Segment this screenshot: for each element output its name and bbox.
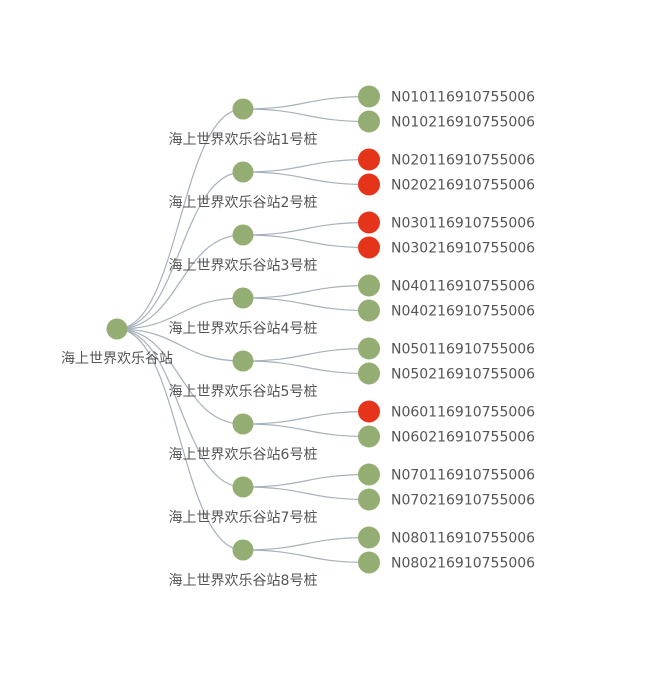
- edge-station-leaf: [242, 158, 370, 173]
- edge-root-station: [116, 328, 244, 425]
- edge-root-station: [116, 108, 244, 330]
- leaf-node[interactable]: [358, 551, 380, 574]
- root-node-label: 海上世界欢乐谷站: [61, 351, 173, 367]
- station-node[interactable]: [232, 287, 254, 309]
- edge-root-station: [116, 171, 244, 330]
- edge-root-station: [116, 328, 244, 551]
- leaf-node[interactable]: [358, 337, 380, 360]
- station-node[interactable]: [232, 161, 254, 183]
- station-node-label: 海上世界欢乐谷站8号桩: [169, 572, 318, 589]
- leaf-node-label: N050116910755006: [391, 342, 535, 358]
- edge-station-leaf: [242, 360, 370, 375]
- leaf-node[interactable]: [358, 425, 380, 448]
- leaf-node-label: N010116910755006: [391, 90, 535, 106]
- edge-station-leaf: [242, 171, 370, 186]
- tree-edges: [116, 95, 370, 564]
- edge-station-leaf: [242, 486, 370, 501]
- station-node-label: 海上世界欢乐谷站5号桩: [169, 383, 318, 400]
- leaf-node-alert[interactable]: [358, 148, 380, 171]
- station-node[interactable]: [232, 476, 254, 498]
- edge-station-leaf: [242, 297, 370, 312]
- leaf-node-alert[interactable]: [358, 236, 380, 259]
- tree-labels: 海上世界欢乐谷站 海上世界欢乐谷站1号桩 N010116910755006N0102…: [61, 90, 535, 590]
- leaf-node-label: N030116910755006: [391, 216, 535, 232]
- leaf-node-label: N080116910755006: [391, 531, 535, 547]
- leaf-node[interactable]: [358, 488, 380, 511]
- edge-station-leaf: [242, 410, 370, 425]
- edge-station-leaf: [242, 95, 370, 110]
- leaf-node-label: N060216910755006: [391, 430, 535, 446]
- station-node-label: 海上世界欢乐谷站3号桩: [169, 257, 318, 274]
- station-node[interactable]: [232, 350, 254, 372]
- leaf-node-alert[interactable]: [358, 400, 380, 423]
- leaf-node-label: N020116910755006: [391, 153, 535, 169]
- leaf-node-label: N010216910755006: [391, 115, 535, 131]
- leaf-node[interactable]: [358, 362, 380, 385]
- edge-station-leaf: [242, 473, 370, 488]
- leaf-node-alert[interactable]: [358, 173, 380, 196]
- station-node[interactable]: [232, 224, 254, 246]
- root-node[interactable]: [106, 318, 128, 340]
- leaf-node-label: N080216910755006: [391, 556, 535, 572]
- station-node-label: 海上世界欢乐谷站6号桩: [169, 446, 318, 463]
- edge-station-leaf: [242, 234, 370, 249]
- edge-station-leaf: [242, 536, 370, 551]
- leaf-node[interactable]: [358, 463, 380, 486]
- edge-root-station: [116, 328, 244, 362]
- station-node-label: 海上世界欢乐谷站4号桩: [169, 320, 318, 337]
- station-node[interactable]: [232, 539, 254, 561]
- edge-station-leaf: [242, 108, 370, 123]
- station-node-label: 海上世界欢乐谷站2号桩: [169, 194, 318, 211]
- edge-root-station: [116, 297, 244, 330]
- edge-station-leaf: [242, 284, 370, 299]
- edge-root-station: [116, 234, 244, 330]
- edge-station-leaf: [242, 549, 370, 564]
- edge-station-leaf: [242, 347, 370, 362]
- edge-station-leaf: [242, 221, 370, 236]
- edge-root-station: [116, 328, 244, 488]
- leaf-node-label: N030216910755006: [391, 241, 535, 257]
- leaf-node-label: N060116910755006: [391, 405, 535, 421]
- station-node[interactable]: [232, 98, 254, 120]
- station-node-label: 海上世界欢乐谷站7号桩: [169, 509, 318, 526]
- edge-station-leaf: [242, 423, 370, 438]
- leaf-node-label: N020216910755006: [391, 178, 535, 194]
- leaf-node-label: N070116910755006: [391, 468, 535, 484]
- leaf-node-label: N050216910755006: [391, 367, 535, 383]
- station-node[interactable]: [232, 413, 254, 435]
- leaf-node[interactable]: [358, 110, 380, 133]
- leaf-node[interactable]: [358, 526, 380, 549]
- leaf-node-alert[interactable]: [358, 211, 380, 234]
- leaf-node[interactable]: [358, 274, 380, 297]
- leaf-node[interactable]: [358, 299, 380, 322]
- station-node-label: 海上世界欢乐谷站1号桩: [169, 131, 318, 148]
- tree-nodes: [106, 85, 380, 574]
- leaf-node[interactable]: [358, 85, 380, 108]
- leaf-node-label: N070216910755006: [391, 493, 535, 509]
- leaf-node-label: N040216910755006: [391, 304, 535, 320]
- leaf-node-label: N040116910755006: [391, 279, 535, 295]
